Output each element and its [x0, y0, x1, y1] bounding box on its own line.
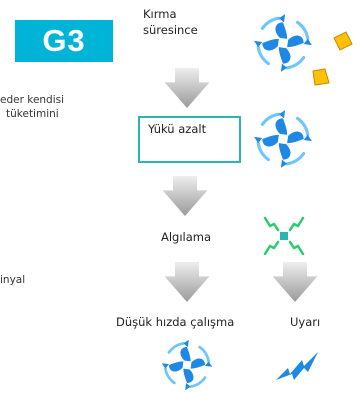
label-uyari: Uyarı	[290, 315, 321, 329]
step-badge: G3	[15, 20, 113, 62]
label-yuku-azalt: Yükü azalt	[148, 122, 207, 136]
side-text-line2: tüketimini	[6, 108, 59, 120]
label-kirma: Kırma	[143, 7, 177, 21]
label-suresince: süresince	[143, 23, 198, 37]
side-text-line3: inyal	[0, 274, 26, 286]
fragment-icon	[330, 30, 354, 54]
fragment-icon	[311, 67, 331, 87]
label-algilama: Algılama	[161, 230, 212, 244]
fan-icon	[252, 108, 314, 170]
fan-icon	[160, 338, 214, 392]
down-arrow-icon	[161, 176, 209, 216]
down-arrow-icon	[163, 68, 211, 108]
down-arrow-icon	[163, 262, 211, 302]
highlight-box	[138, 116, 241, 163]
signal-burst-icon	[262, 214, 306, 258]
down-arrow-icon	[271, 262, 319, 302]
lightning-icon	[274, 350, 320, 384]
label-dusuk-hizda: Düşük hızda çalışma	[116, 315, 235, 329]
fan-icon	[252, 12, 314, 74]
side-text-line1: eder kendisi	[0, 94, 65, 106]
